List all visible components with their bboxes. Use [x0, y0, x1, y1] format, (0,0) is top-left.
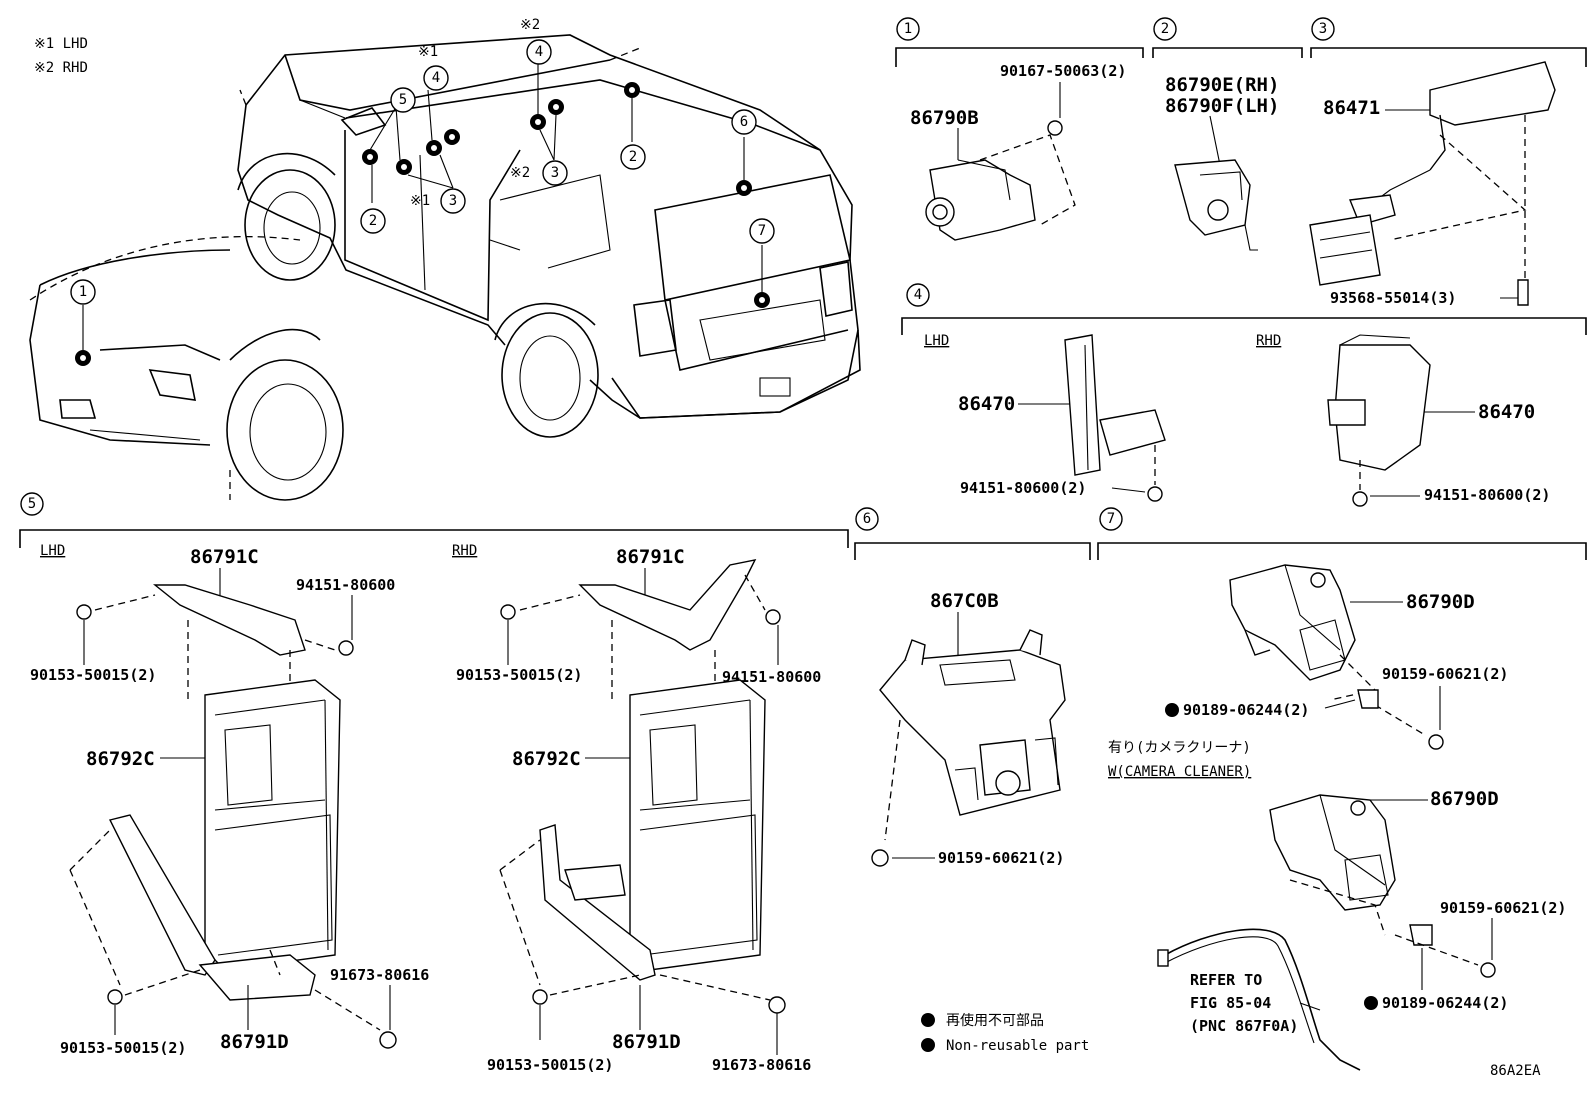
part-90159-60621-s7a: 90159-60621(2) — [1382, 665, 1508, 683]
part-86790F-LH: 86790F(LH) — [1165, 95, 1279, 117]
section-4-lhd-label: LHD — [924, 333, 949, 349]
part-90153-50015-rhd-lower: 90153-50015(2) — [487, 1056, 613, 1074]
part-86470-lhd: 86470 — [958, 393, 1015, 415]
part-94151-80600-rhd: 94151-80600(2) — [1424, 486, 1550, 504]
vehicle-illustration — [29, 34, 861, 501]
callout-2-vehicle-a: 2 — [360, 208, 386, 234]
svg-text:7: 7 — [1107, 511, 1115, 527]
part-90159-60621-s6: 90159-60621(2) — [938, 849, 1064, 867]
section-4: 4 LHD RHD 86470 94151-80600(2) 86470 941… — [901, 283, 1587, 507]
svg-text:3: 3 — [551, 165, 559, 181]
refer-to-line-3: (PNC 867F0A) — [1190, 1017, 1298, 1035]
refer-to-line-2: FIG 85-04 — [1190, 994, 1271, 1012]
part-86790D-b: 86790D — [1430, 788, 1499, 810]
part-86792C-lhd: 86792C — [86, 748, 155, 770]
svg-text:2: 2 — [1161, 21, 1169, 37]
section-3: 3 86471 93568-55014(3) — [1309, 17, 1587, 307]
callout-3-vehicle-b: 3 — [542, 160, 568, 186]
part-86790B: 86790B — [910, 107, 979, 129]
cleaner-label-en: W(CAMERA CLEANER) — [1108, 764, 1251, 780]
callout-4-vehicle-a: 4 — [423, 65, 449, 91]
part-86791D-lhd: 86791D — [220, 1031, 289, 1053]
part-94151-80600-lhd: 94151-80600(2) — [960, 479, 1086, 497]
legend-en: Non-reusable part — [946, 1038, 1089, 1054]
legend-jp: 再使用不可部品 — [946, 1012, 1044, 1029]
section-5-rhd-label: RHD — [452, 543, 477, 559]
part-90167-50063: 90167-50063(2) — [1000, 62, 1126, 80]
section-7: 7 86790D 90159-60621(2) 90189-06244(2) 有… — [1097, 507, 1587, 1071]
svg-text:3: 3 — [449, 193, 457, 209]
callout-3-vehicle-a: 3 — [440, 188, 466, 214]
part-94151-80600-rhd-s5: 94151-80600 — [722, 668, 821, 686]
section-6: 6 867C0B 90159-60621(2) — [854, 507, 1091, 867]
figure-code: 86A2EA — [1490, 1063, 1541, 1079]
part-86790D-a: 86790D — [1406, 591, 1475, 613]
section-1: 1 90167-50063(2) 86790B — [895, 17, 1144, 241]
mark-rhd-a: ※2 — [520, 17, 540, 33]
part-867C0B: 867C0B — [930, 590, 999, 612]
mark-lhd-a: ※1 — [418, 44, 438, 60]
part-93568-55014: 93568-55014(3) — [1330, 289, 1456, 307]
part-90189-06244-s7b: 90189-06244(2) — [1382, 994, 1508, 1012]
part-91673-80616-lhd: 91673-80616 — [330, 966, 429, 984]
part-90153-50015-rhd-upper: 90153-50015(2) — [456, 666, 582, 684]
legend: 再使用不可部品 Non-reusable part — [921, 1012, 1089, 1054]
callout-5-vehicle: 5 — [390, 87, 416, 113]
svg-text:6: 6 — [863, 511, 871, 527]
svg-text:2: 2 — [369, 213, 377, 229]
svg-text:4: 4 — [535, 44, 543, 60]
svg-text:2: 2 — [629, 149, 637, 165]
mark-rhd-b: ※2 — [510, 165, 530, 181]
callout-7-vehicle: 7 — [749, 218, 775, 244]
svg-text:3: 3 — [1319, 21, 1327, 37]
part-86471: 86471 — [1323, 97, 1380, 119]
part-90189-06244-s7a: 90189-06244(2) — [1183, 701, 1309, 719]
part-86791C-rhd: 86791C — [616, 546, 685, 568]
section-5: 5 LHD RHD 86791C 94151-80600 90153-50015… — [19, 492, 849, 1074]
part-90153-50015-lhd-upper: 90153-50015(2) — [30, 666, 156, 684]
callout-1-vehicle: 1 — [70, 279, 96, 305]
refer-to-line-1: REFER TO — [1190, 971, 1262, 989]
svg-text:5: 5 — [399, 92, 407, 108]
note-lhd: ※1 LHD — [34, 36, 88, 52]
svg-text:1: 1 — [904, 21, 912, 37]
part-91673-80616-rhd: 91673-80616 — [712, 1056, 811, 1074]
callout-2-vehicle-b: 2 — [620, 144, 646, 170]
section-2: 2 86790E(RH) 86790F(LH) — [1152, 17, 1303, 251]
cleaner-label-jp: 有り(カメラクリーナ) — [1108, 740, 1251, 756]
callout-6-vehicle: 6 — [731, 109, 757, 135]
svg-text:4: 4 — [914, 287, 922, 303]
vehicle-callouts — [75, 62, 770, 366]
part-90153-50015-lhd-lower: 90153-50015(2) — [60, 1039, 186, 1057]
part-86791C-lhd: 86791C — [190, 546, 259, 568]
svg-text:1: 1 — [79, 284, 87, 300]
part-86792C-rhd: 86792C — [512, 748, 581, 770]
part-90159-60621-s7b: 90159-60621(2) — [1440, 899, 1566, 917]
callout-4-vehicle-b: 4 — [526, 39, 552, 65]
section-5-lhd-label: LHD — [40, 543, 65, 559]
mark-lhd-b: ※1 — [410, 193, 430, 209]
note-rhd: ※2 RHD — [34, 60, 88, 76]
svg-text:7: 7 — [758, 223, 766, 239]
part-86470-rhd: 86470 — [1478, 401, 1535, 423]
part-86791D-rhd: 86791D — [612, 1031, 681, 1053]
part-86790E-RH: 86790E(RH) — [1165, 74, 1279, 96]
part-94151-80600-lhd-s5: 94151-80600 — [296, 576, 395, 594]
svg-text:4: 4 — [432, 70, 440, 86]
section-4-rhd-label: RHD — [1256, 333, 1281, 349]
svg-text:5: 5 — [28, 496, 36, 512]
svg-text:6: 6 — [740, 114, 748, 130]
